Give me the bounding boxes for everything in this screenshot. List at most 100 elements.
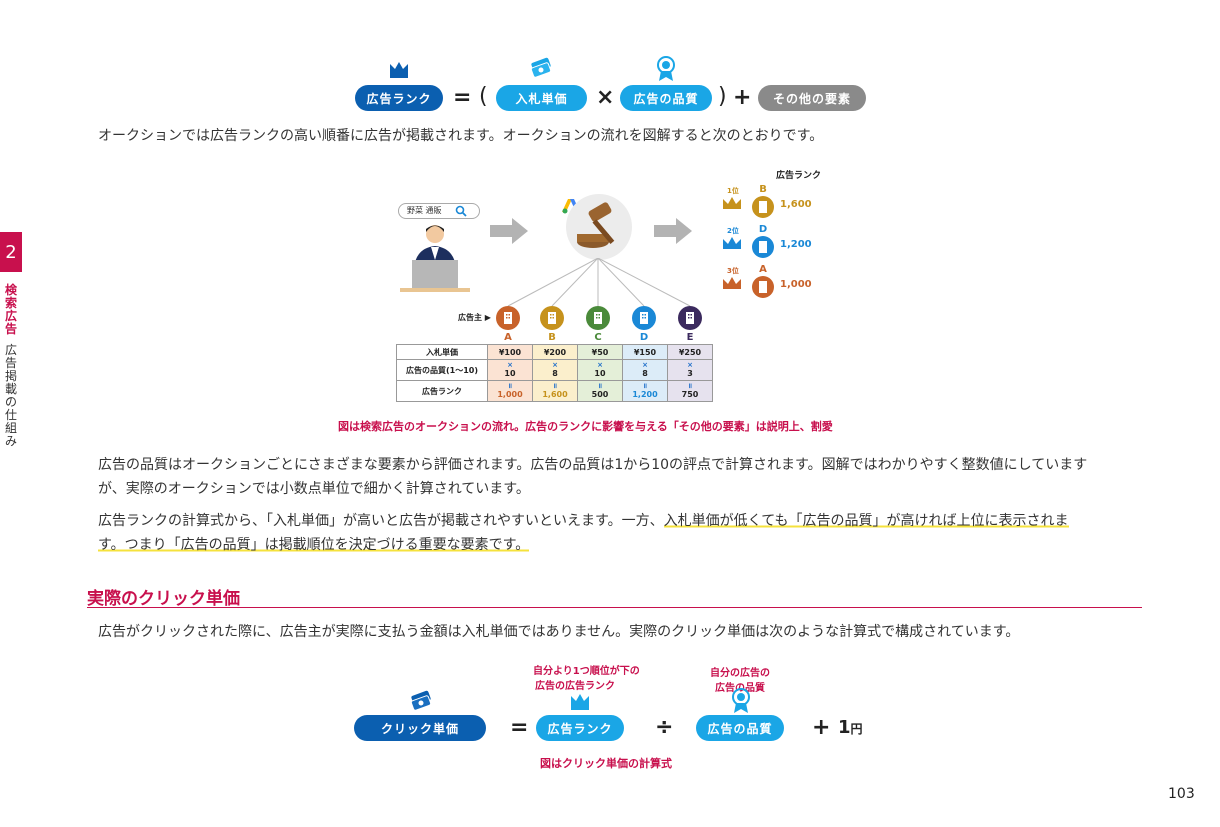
times-mark: × (597, 361, 603, 369)
note-next-rank: 自分より1つ順位が下の 広告の広告ランク (533, 662, 640, 692)
person-at-laptop-icon (400, 225, 470, 292)
equals-mark: ॥ (507, 382, 513, 390)
bid-cell: ¥200 (532, 344, 578, 360)
times-sign: × (596, 85, 615, 110)
other-factors-pill: その他の要素 (758, 85, 866, 111)
side-topic: 広告掲載の仕組み (4, 343, 17, 448)
rank-place: 1位 (727, 187, 739, 195)
close-paren: ) (718, 84, 727, 109)
rank-cell: 1,600 (542, 390, 568, 399)
rank-place: 2位 (727, 227, 739, 235)
crown-icon (723, 237, 741, 249)
one-yen: 1円 (838, 715, 863, 742)
quality-cell: 10 (594, 369, 606, 378)
plus-sign: + (812, 715, 831, 740)
equals-mark: ॥ (687, 382, 693, 390)
equals-sign: = (510, 715, 529, 740)
arrow-right-icon (654, 218, 692, 244)
equals-mark: ॥ (552, 382, 558, 390)
money-icon (530, 57, 552, 78)
times-mark: × (642, 361, 648, 369)
auction-connector-lines (507, 258, 691, 307)
ad-rank-pill: 広告ランク (536, 715, 624, 741)
rank-letter: B (759, 184, 767, 195)
rank-value: 1,200 (780, 239, 812, 250)
table-row: 広告の品質(1〜10) ×10 ×8 ×10 ×8 ×3 (396, 359, 713, 381)
crown-icon (723, 277, 741, 289)
ad-rank-pill: 広告ランク (355, 85, 443, 111)
cpc-pill: クリック単価 (354, 715, 486, 741)
advertiser-label: 広告主 ▶ (458, 313, 491, 322)
note-next-rank-line2: 広告の広告ランク (535, 681, 615, 692)
chapter-tab: 2 (0, 232, 22, 272)
search-box: 野菜 通販 (398, 203, 480, 219)
plus-sign: + (733, 85, 752, 110)
bid-cell: ¥100 (487, 344, 533, 360)
rank-building-icon (752, 196, 774, 218)
section-heading: 実際のクリック単価 (87, 589, 240, 609)
bid-cell: ¥50 (577, 344, 623, 360)
rank-place: 3位 (727, 267, 739, 275)
bidder-building-icon (496, 306, 520, 330)
equals-sign: = (453, 85, 472, 110)
quality-cell: 8 (552, 369, 558, 378)
bidder-letter: D (639, 332, 649, 343)
rank-value: 1,000 (780, 279, 812, 290)
equals-mark: ॥ (597, 382, 603, 390)
rank-letter: A (759, 264, 767, 275)
times-mark: × (687, 361, 693, 369)
gavel-icon (566, 194, 632, 260)
row-label-bid: 入札単価 (396, 344, 488, 360)
rank-cell: 750 (681, 390, 699, 399)
search-icon (455, 205, 467, 217)
caption-auction: 図は検索広告のオークションの流れ。広告のランクに影響を与える「その他の要素」は説… (338, 420, 833, 433)
side-category: 検索広告 (4, 283, 17, 336)
rank-ladder-title: 広告ランク (776, 171, 822, 181)
crown-icon (390, 62, 408, 78)
crown-icon (571, 694, 589, 710)
table-row: 入札単価 ¥100 ¥200 ¥50 ¥150 ¥250 (396, 344, 713, 360)
one-value: 1 (838, 717, 851, 738)
rank-cell: 1,000 (497, 390, 523, 399)
paragraph-quality-line1: 広告の品質はオークションごとにさまざまな要素から評価されます。広告の品質は1から… (98, 457, 1088, 473)
caption-cpc: 図はクリック単価の計算式 (540, 757, 672, 770)
auction-table: 入札単価 ¥100 ¥200 ¥50 ¥150 ¥250 広告の品質(1〜10)… (396, 344, 713, 402)
equals-mark: ॥ (642, 382, 648, 390)
highlighted-text: す。つまり「広告の品質」は掲載順位を決定づける重要な要素です。 (98, 537, 530, 553)
bidder-letter: B (548, 332, 556, 343)
rank-letter: D (758, 224, 768, 235)
bidder-letter: A (504, 332, 512, 343)
money-icon (410, 690, 432, 711)
table-row: 広告ランク ॥1,000 ॥1,600 ॥500 ॥1,200 ॥750 (396, 380, 713, 402)
times-mark: × (552, 361, 558, 369)
quality-cell: 8 (642, 369, 648, 378)
rank-cell: 1,200 (632, 390, 658, 399)
highlighted-text: 入札単価が低くても「広告の品質」が高ければ上位に表示されま (663, 513, 1069, 529)
section-divider (87, 607, 1142, 608)
search-box-text: 野菜 通販 (407, 206, 442, 215)
page-number: 103 (1168, 786, 1195, 802)
row-label-quality: 広告の品質(1〜10) (396, 359, 488, 381)
paragraph-quality-line2: が、実際のオークションでは小数点単位で細かく計算されています。 (98, 481, 530, 497)
medal-icon (732, 688, 750, 713)
row-label-rank: 広告ランク (396, 380, 488, 402)
rank-cell: 500 (591, 390, 609, 399)
bidder-letter: C (594, 332, 602, 343)
bidder-building-icon (540, 306, 564, 330)
open-paren: ( (479, 84, 488, 109)
crown-icon (723, 197, 741, 209)
paragraph-rank-text: 広告ランクの計算式から、「入札単価」が高いと広告が掲載されやすいといえます。一方… (98, 513, 664, 529)
arrow-right-icon (490, 218, 528, 244)
rank-building-icon (752, 236, 774, 258)
paragraph-cpc-intro: 広告がクリックされた際に、広告主が実際に支払う金額は入札単価ではありません。実際… (98, 624, 1020, 640)
bid-pill: 入札単価 (496, 85, 587, 111)
times-mark: × (507, 361, 513, 369)
paragraph-auction-intro: オークションでは広告ランクの高い順番に広告が掲載されます。オークションの流れを図… (98, 128, 824, 144)
divide-sign: ÷ (655, 715, 674, 740)
bidder-letter: E (686, 332, 694, 343)
paragraph-rank-line1: 広告ランクの計算式から、「入札単価」が高いと広告が掲載されやすいといえます。一方… (98, 509, 1069, 533)
rank-building-icon (752, 276, 774, 298)
quality-pill: 広告の品質 (696, 715, 784, 741)
bid-cell: ¥250 (667, 344, 713, 360)
bid-cell: ¥150 (622, 344, 668, 360)
